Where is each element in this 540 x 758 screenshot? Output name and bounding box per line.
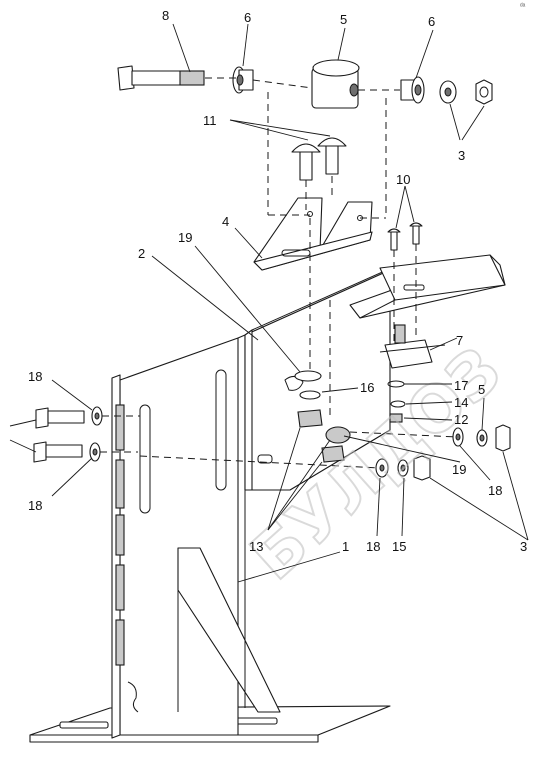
callout-5-right: 5 (478, 382, 485, 397)
part-11-carriage-bolts (291, 137, 347, 181)
callout-3-right: 3 (520, 539, 527, 554)
part-1-vertical-bracket (29, 334, 391, 743)
corner-mark: ᵈᵃ (520, 3, 526, 10)
part-8-long-bolt (117, 65, 205, 91)
callout-12: 12 (454, 412, 468, 427)
callout-11: 11 (203, 113, 217, 128)
callout-4: 4 (222, 214, 229, 229)
callout-17: 17 (454, 378, 468, 393)
callout-18-lower-left: 18 (28, 498, 42, 513)
hinge-knuckles (115, 404, 125, 666)
callout-3-top: 3 (458, 148, 465, 163)
part-center-fasteners (294, 370, 351, 463)
part-3-nut-upper (439, 79, 493, 105)
callout-13: 13 (249, 539, 263, 554)
callout-18-right: 18 (488, 483, 502, 498)
part-6-bushing-right (400, 76, 425, 104)
callout-19-right: 19 (452, 462, 466, 477)
part-left-bolts (33, 406, 103, 463)
callout-19-top: 19 (178, 230, 192, 245)
callout-15: 15 (392, 539, 406, 554)
callout-5-top: 5 (340, 12, 347, 27)
callout-numbers: 8 6 5 6 3 11 10 4 19 2 7 18 16 17 5 14 1… (28, 8, 527, 554)
part-6-bushing-left (232, 66, 254, 94)
callout-18-upper-left: 18 (28, 369, 42, 384)
callout-14: 14 (454, 395, 468, 410)
callout-8: 8 (162, 8, 169, 23)
callout-16: 16 (360, 380, 374, 395)
callout-7: 7 (456, 333, 463, 348)
part-7-bracket-arm (349, 254, 506, 369)
callout-2: 2 (138, 246, 145, 261)
leader-lines (9, 23, 529, 583)
assembly-lines (100, 77, 459, 469)
callout-1: 1 (342, 539, 349, 554)
callout-10: 10 (396, 172, 410, 187)
callout-6-right: 6 (428, 14, 435, 29)
part-10-small-bolts (387, 222, 423, 251)
part-5-spacer (311, 59, 360, 109)
part-4-saddle-bracket (253, 197, 373, 271)
callout-6-left: 6 (244, 10, 251, 25)
callout-18-bottom: 18 (366, 539, 380, 554)
